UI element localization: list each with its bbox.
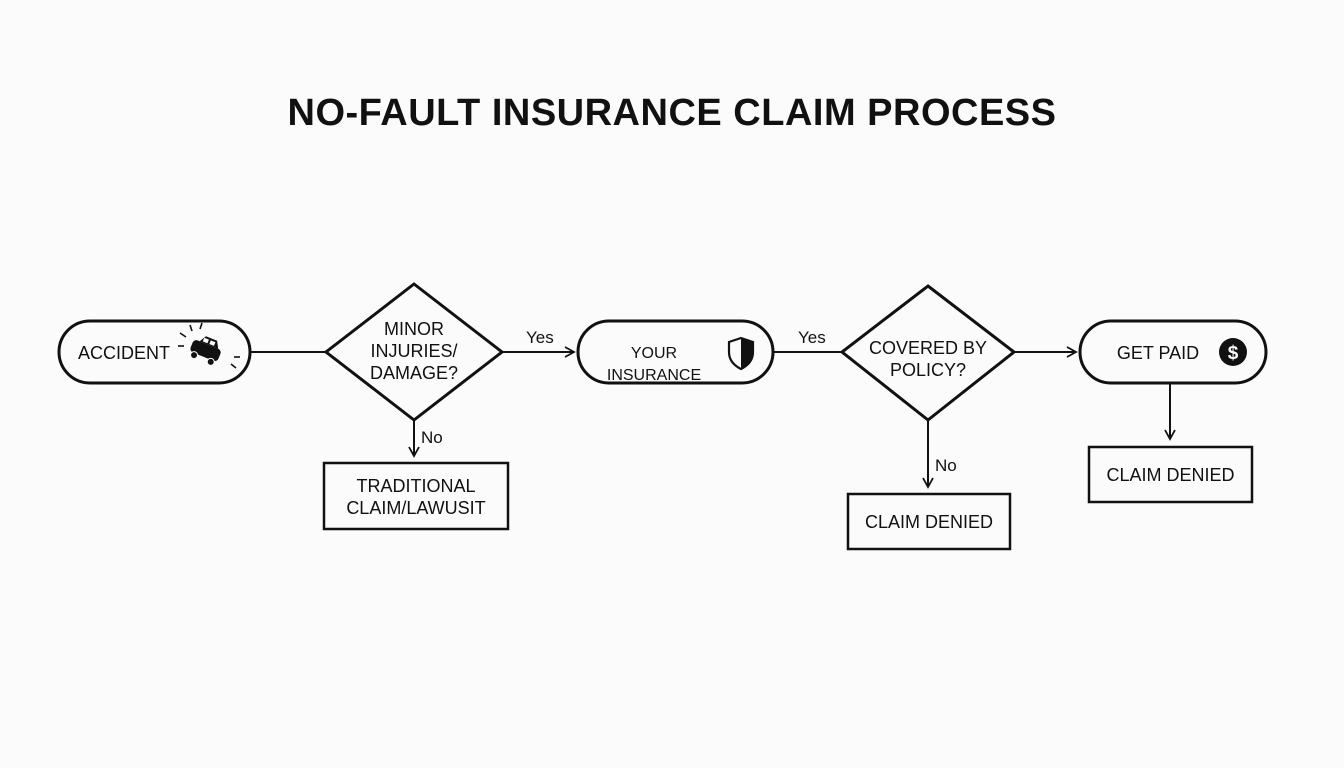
claim-denied-label-2: CLAIM DENIED xyxy=(1106,465,1235,485)
edge-label-yes-2: Yes xyxy=(798,328,826,347)
traditional-label-line1: TRADITIONAL xyxy=(356,476,476,496)
get-paid-label: GET PAID xyxy=(1116,343,1200,363)
accident-node xyxy=(57,319,252,385)
get-paid-node xyxy=(1078,319,1268,385)
minor-label-line1: MINOR xyxy=(384,319,444,339)
covered-label-line2: POLICY? xyxy=(889,360,967,380)
edge-label-no-1: No xyxy=(421,428,443,447)
shield-icon xyxy=(727,336,755,371)
edge-label-no-2: No xyxy=(935,456,957,475)
claim-denied-node-1 xyxy=(846,492,1012,551)
your-insurance-label: YOUR INSURANCE xyxy=(606,345,702,384)
minor-label-line3: DAMAGE? xyxy=(369,363,459,383)
minor-injuries-decision xyxy=(323,282,505,422)
svg-text:$: $ xyxy=(1228,343,1239,364)
claim-denied-label-1: CLAIM DENIED xyxy=(864,512,994,532)
minor-label-line2: INJURIES/ xyxy=(370,341,458,361)
dollar-icon: $ xyxy=(1219,338,1247,366)
car-crash-icon xyxy=(190,336,221,366)
page-title: NO-FAULT INSURANCE CLAIM PROCESS xyxy=(287,92,1057,134)
accident-label: ACCIDENT xyxy=(77,343,170,363)
edge-label-yes-1: Yes xyxy=(526,328,554,347)
traditional-claim-node xyxy=(322,461,510,531)
covered-by-policy-decision xyxy=(839,284,1017,422)
covered-label-line1: COVERED BY xyxy=(868,338,988,358)
your-insurance-node xyxy=(576,319,775,385)
claim-denied-node-2 xyxy=(1087,445,1254,504)
traditional-label-line2: CLAIM/LAWUSIT xyxy=(346,498,486,518)
crash-lines-icon xyxy=(178,322,240,369)
